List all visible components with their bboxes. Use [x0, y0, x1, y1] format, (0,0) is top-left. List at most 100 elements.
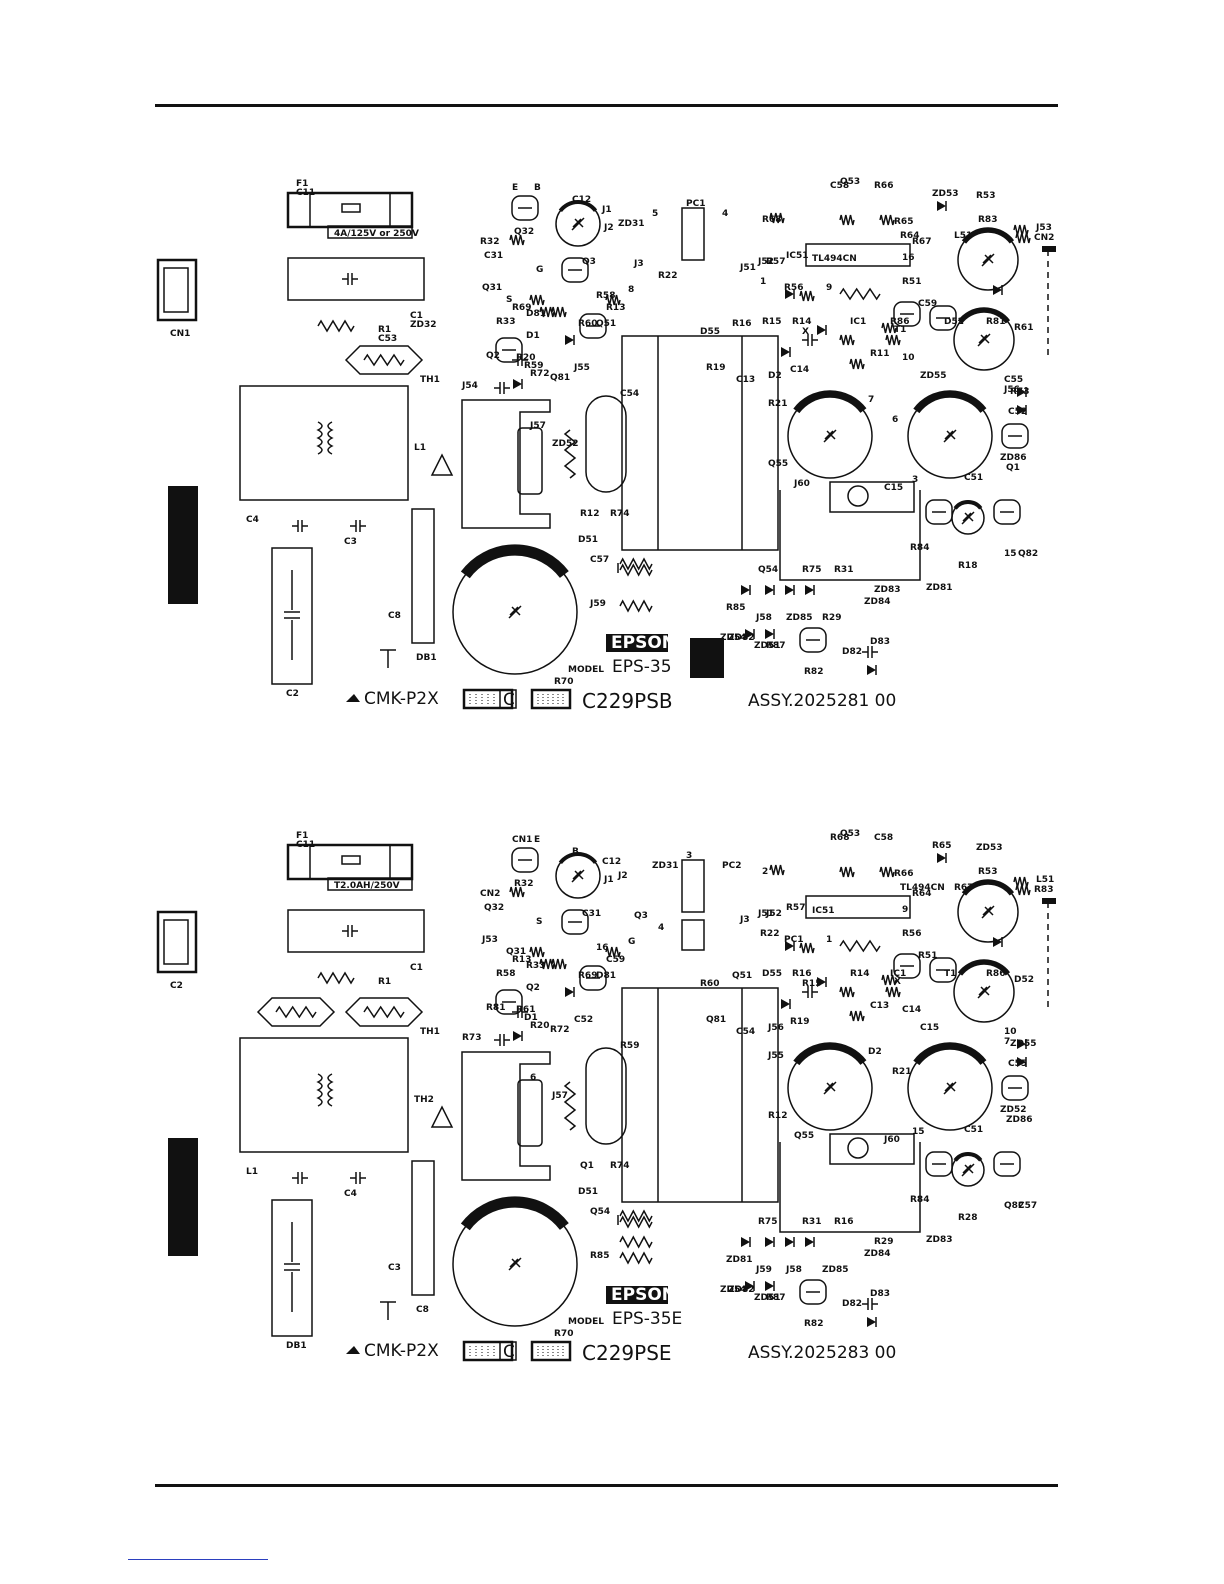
diode-symbol — [805, 1237, 814, 1247]
resistor-symbol — [881, 974, 897, 986]
component-label-r14: R14 — [792, 317, 811, 327]
resistor-symbol — [839, 866, 855, 878]
component-label-zd84: ZD84 — [864, 1249, 891, 1259]
component-label-q31: Q31 — [482, 283, 502, 293]
component-label-g: G — [536, 265, 543, 275]
heatsink-block — [168, 486, 198, 604]
component-label-r1: R1 — [378, 325, 391, 335]
resistor-symbol — [839, 939, 881, 953]
choke-windings — [316, 421, 334, 455]
component-label-r86: R86 — [890, 317, 909, 327]
component-label-r87: R87 — [766, 641, 785, 651]
component-label-j59: J59 — [589, 599, 606, 609]
component-label-q53: Q53 — [840, 829, 860, 839]
d51-diode-package — [829, 1133, 915, 1165]
component-label-r19: R19 — [790, 1017, 809, 1027]
component-label-d81: D81 — [526, 309, 546, 319]
polarity-mark — [508, 605, 522, 619]
component-label-j58: J58 — [755, 613, 772, 623]
component-label-r15: R15 — [802, 979, 821, 989]
resistor-symbol — [799, 942, 815, 954]
component-label-zd52: ZD52 — [552, 439, 579, 449]
resistor-symbol — [563, 429, 577, 479]
component-label-r64: R64 — [912, 889, 931, 899]
component-label-c31: C31 — [582, 909, 601, 919]
component-label-r60: R60 — [578, 319, 597, 329]
component-label-zd81: ZD81 — [726, 1255, 753, 1265]
certification-mark-icon — [346, 1346, 360, 1354]
component-label-r66: R66 — [874, 181, 893, 191]
component-label-d51: D51 — [578, 1187, 598, 1197]
diode-symbol — [565, 335, 574, 345]
assembly-number: ASSY.2025283 00 — [748, 1343, 896, 1363]
component-label-r58: R58 — [496, 969, 515, 979]
component-label-3: 3 — [912, 475, 918, 485]
resistor-symbol — [275, 1005, 317, 1019]
transistor-outline — [799, 627, 827, 653]
component-label-c1: C1 — [410, 963, 423, 973]
resistor-symbol — [619, 1215, 653, 1229]
cn2-pin1 — [1042, 898, 1056, 904]
component-label-q55: Q55 — [768, 459, 788, 469]
component-label-j52: J52 — [757, 257, 774, 267]
c15-capacitor — [585, 1047, 627, 1145]
component-label-zd86: ZD86 — [1006, 1115, 1033, 1125]
resistor-symbol — [881, 322, 897, 334]
component-label-r16: R16 — [792, 969, 811, 979]
resistor-symbol — [839, 287, 881, 301]
connector-footprint-c-label: C — [503, 690, 515, 710]
component-label-s: S — [536, 917, 542, 927]
component-label-c13: C13 — [736, 375, 755, 385]
component-label-j60: J60 — [793, 479, 810, 489]
resistor-symbol — [619, 557, 653, 571]
component-label-zd31: ZD31 — [652, 861, 679, 871]
component-label-1: 1 — [760, 277, 766, 287]
cn1-inner — [163, 267, 189, 313]
polarity-mark — [823, 1081, 837, 1095]
component-label-j51: J51 — [757, 909, 774, 919]
c15-capacitor — [585, 395, 627, 493]
resistor-symbol — [839, 214, 855, 226]
transistor-outline — [993, 499, 1021, 525]
component-label-db1: DB1 — [286, 1341, 307, 1351]
component-label-r51: R51 — [902, 277, 921, 287]
transistor-outline — [929, 305, 957, 331]
component-label-r66: R66 — [894, 869, 913, 879]
component-label-r56: R56 — [784, 283, 803, 293]
resistor-symbol — [619, 1209, 653, 1223]
component-label-j58: J58 — [785, 1265, 802, 1275]
component-label-cn1: CN1 — [512, 835, 532, 845]
component-label-c4: C4 — [344, 1189, 357, 1199]
component-label-r1: R1 — [378, 977, 391, 987]
component-label-6: 6 — [530, 1073, 536, 1083]
component-label-r61: R61 — [516, 1005, 535, 1015]
resistor-symbol — [509, 234, 525, 246]
component-label-r16: R16 — [732, 319, 751, 329]
polarity-band — [913, 1042, 987, 1066]
polarity-mark — [981, 905, 995, 919]
component-label-g: G — [628, 937, 635, 947]
connector-footprint-left — [462, 688, 514, 710]
transistor-outline — [511, 195, 539, 221]
diode-symbol — [513, 1031, 522, 1041]
resistor-symbol — [619, 563, 653, 577]
component-label-c15: C15 — [920, 1023, 939, 1033]
component-label-r15: R15 — [762, 317, 781, 327]
component-label-r74: R74 — [610, 1161, 629, 1171]
transistor-outline — [1001, 1075, 1029, 1101]
connector-footprint-right — [530, 688, 572, 710]
component-label-r65: R65 — [894, 217, 913, 227]
component-label-d82: D82 — [842, 1299, 862, 1309]
d51-diode-package — [829, 481, 915, 513]
component-label-r57: R57 — [786, 903, 805, 913]
component-label-q82: Q82 — [1018, 549, 1038, 559]
diode-symbol — [565, 987, 574, 997]
certification-mark: CMK-P2X — [364, 1341, 439, 1361]
resistor-symbol — [879, 866, 895, 878]
board-code: C229PSE — [582, 1341, 672, 1365]
component-label-c52: C52 — [574, 1015, 593, 1025]
component-label-r56: R56 — [902, 929, 921, 939]
diode-symbol — [867, 1317, 876, 1327]
component-label-q54: Q54 — [758, 565, 778, 575]
epson-logo-box — [606, 1286, 668, 1304]
